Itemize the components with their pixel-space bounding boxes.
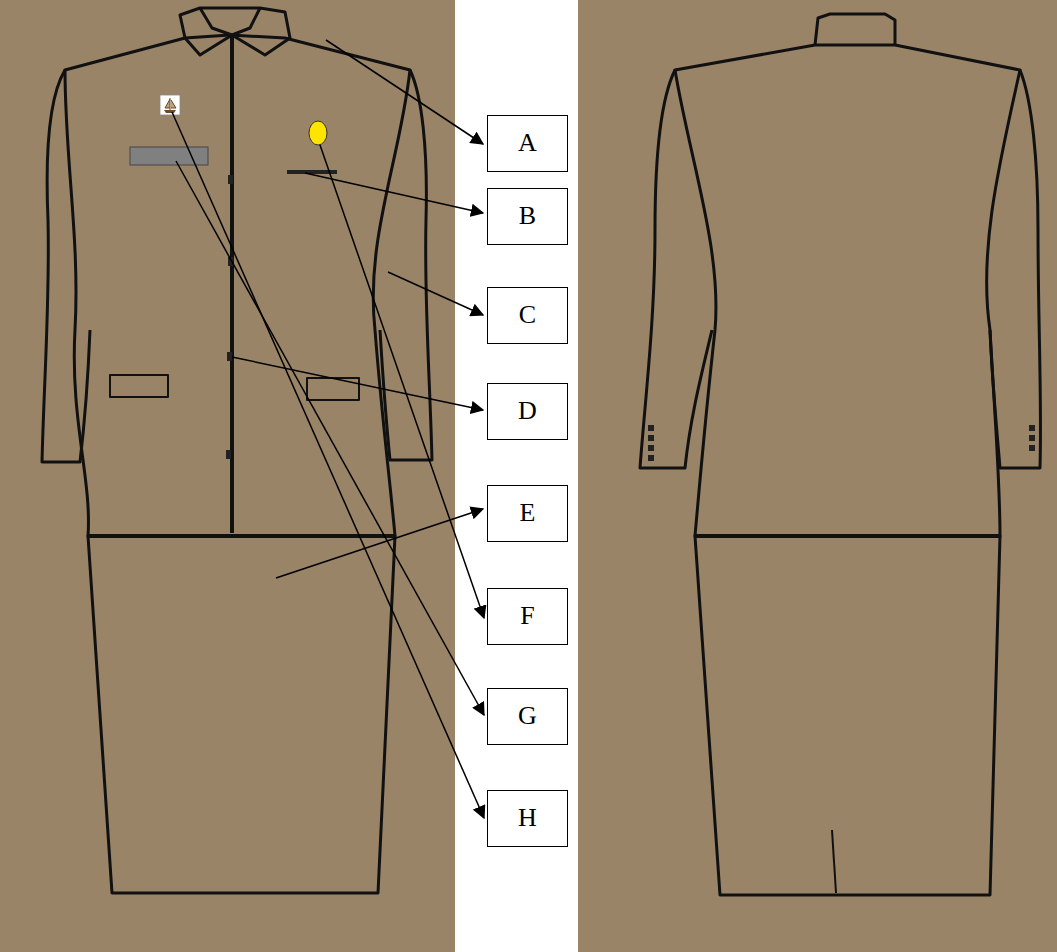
skirt-back: [695, 536, 1000, 895]
left-sleeve: [42, 70, 90, 462]
label-box: A: [487, 115, 568, 172]
waist-seam-back: [695, 534, 1000, 538]
jacket-body: [65, 35, 410, 536]
right-sleeve-back: [990, 70, 1041, 468]
skirt-slit: [832, 830, 836, 893]
collar-stand: [200, 8, 260, 35]
pocket-flap: [110, 375, 168, 397]
callout-letter: G: [518, 702, 537, 731]
leader-line: [388, 272, 483, 315]
callout-letter: H: [518, 804, 537, 833]
insignia: [160, 95, 180, 115]
label-box: G: [487, 688, 568, 745]
callout-letter: E: [520, 499, 536, 528]
collar-back: [815, 14, 895, 45]
leader-line: [232, 357, 483, 410]
waist-seam: [88, 534, 395, 538]
label-box: E: [487, 485, 568, 542]
label-box: C: [487, 287, 568, 344]
back-ground: [578, 0, 1057, 952]
callout-letter: B: [519, 202, 536, 231]
back-uniform: [640, 14, 1041, 895]
leader-line: [176, 161, 484, 715]
front-uniform: [42, 8, 432, 893]
front-ground: [0, 0, 455, 952]
badge: [309, 121, 327, 145]
cuff-buttons: [648, 425, 1035, 461]
collar: [180, 8, 290, 55]
pocket-flap: [307, 378, 359, 400]
leader-line: [276, 509, 483, 578]
skirt: [88, 536, 395, 893]
leader-line: [172, 112, 484, 818]
leader-line: [320, 145, 484, 618]
jacket-back: [675, 45, 1020, 536]
label-box: B: [487, 188, 568, 245]
callout-letter: D: [518, 397, 537, 426]
name-plate: [130, 147, 208, 165]
leader-lines: [172, 40, 484, 818]
label-box: H: [487, 790, 568, 847]
buttons: [226, 175, 233, 459]
label-box: D: [487, 383, 568, 440]
left-sleeve-back: [640, 70, 712, 468]
leader-line: [326, 40, 483, 144]
label-box: F: [487, 588, 568, 645]
callout-letter: F: [520, 602, 534, 631]
right-sleeve: [380, 70, 432, 460]
callout-letter: C: [519, 301, 536, 330]
callout-letter: A: [518, 129, 537, 158]
